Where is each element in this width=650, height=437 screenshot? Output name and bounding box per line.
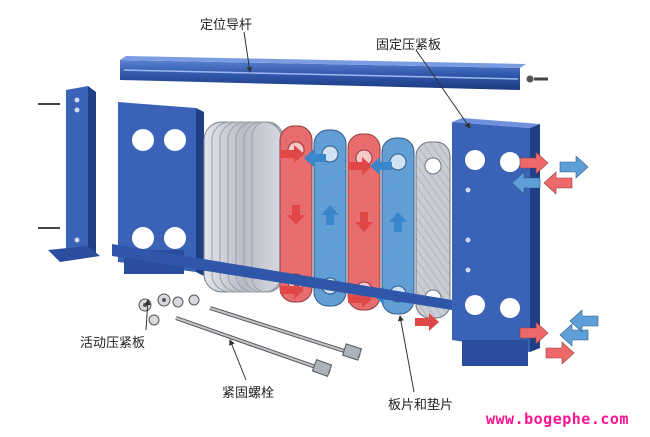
guide-rod bbox=[120, 56, 526, 90]
plate-grey-front bbox=[415, 141, 451, 319]
rod-end-bolt bbox=[526, 75, 548, 83]
label-guide-rod: 定位导杆 bbox=[200, 18, 253, 33]
movable-pressure-plate bbox=[118, 102, 204, 276]
support-column bbox=[38, 86, 100, 262]
port-arrows bbox=[511, 151, 599, 365]
label-fixed-pressure-plate: 固定压紧板 bbox=[376, 38, 442, 53]
label-plates-gaskets: 板片和垫片 bbox=[388, 398, 454, 413]
label-movable-pressure-plate: 活动压紧板 bbox=[80, 336, 146, 351]
lower-guide bbox=[112, 244, 452, 310]
leader-lines bbox=[144, 31, 471, 393]
label-tie-bolts: 紧固螺栓 bbox=[222, 386, 275, 401]
website-watermark: www.bogephe.com bbox=[486, 410, 629, 428]
